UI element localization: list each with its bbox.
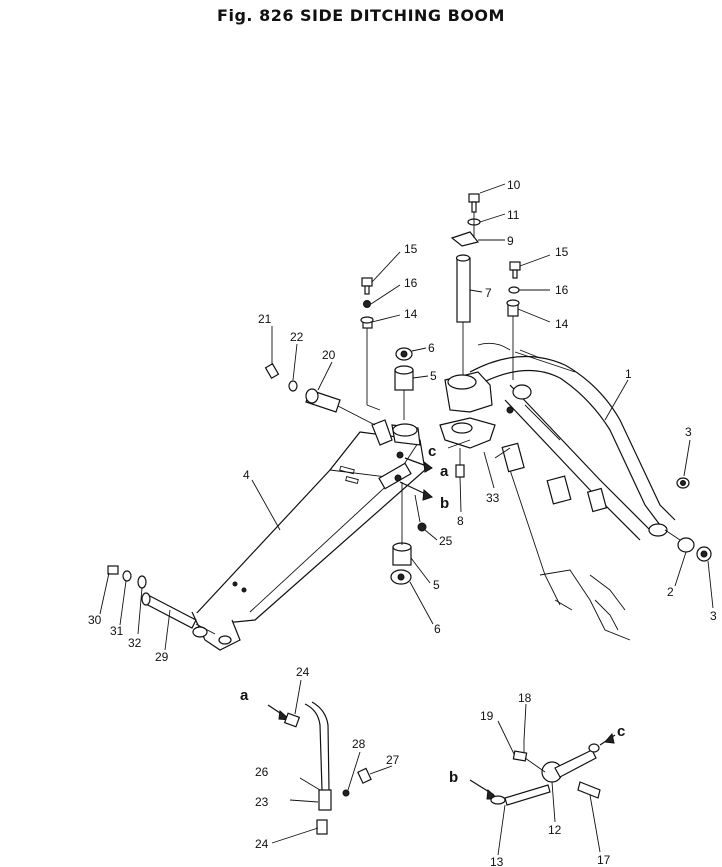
callout-23: 23 — [255, 795, 269, 809]
detail-bc-rods — [469, 732, 616, 806]
callout-33: 33 — [486, 491, 500, 505]
boom-assembly — [439, 342, 676, 641]
callout-17: 17 — [597, 853, 611, 867]
callout-16-left: 16 — [404, 276, 418, 290]
callout-12: 12 — [548, 823, 562, 837]
detail-a-line — [267, 701, 372, 835]
callout-27: 27 — [386, 753, 400, 767]
callout-9: 9 — [507, 234, 514, 248]
callout-14-right: 14 — [555, 317, 569, 331]
callout-4: 4 — [243, 468, 250, 482]
callout-2: 2 — [667, 585, 674, 599]
callout-7: 7 — [485, 286, 492, 300]
bolt-15-right — [506, 261, 521, 380]
callout-24-lower: 24 — [255, 837, 269, 851]
leader-lines — [99, 183, 714, 856]
figure-title: Fig. 826 SIDE DITCHING BOOM — [217, 6, 505, 25]
view-label-b-boom: b — [440, 495, 449, 512]
callout-3-upper: 3 — [685, 425, 692, 439]
callout-14-left: 14 — [404, 307, 418, 321]
callout-30: 30 — [88, 613, 102, 627]
pin-20-group — [264, 362, 376, 426]
callout-10: 10 — [507, 178, 521, 192]
view-letters: a b c a b c — [240, 443, 625, 786]
bolt-15-left — [360, 277, 381, 411]
callout-1: 1 — [625, 367, 632, 381]
callout-31: 31 — [110, 624, 124, 638]
callout-5-upper: 5 — [430, 369, 437, 383]
view-label-b-detail: b — [449, 769, 458, 786]
view-label-c-boom: c — [428, 443, 436, 460]
callout-29: 29 — [155, 650, 169, 664]
callout-19: 19 — [480, 709, 494, 723]
view-label-a-boom: a — [440, 463, 449, 480]
nut-25 — [414, 494, 427, 532]
callout-8: 8 — [457, 514, 464, 528]
callout-21: 21 — [258, 312, 272, 326]
callout-3-lower: 3 — [710, 609, 717, 623]
callout-numbers: 10 11 9 15 15 16 16 7 14 14 21 22 20 6 5… — [88, 178, 717, 867]
callout-18: 18 — [518, 691, 532, 705]
callout-26: 26 — [255, 765, 269, 779]
callout-25: 25 — [439, 534, 453, 548]
bushing-5-lower — [390, 482, 412, 585]
callout-15-right: 15 — [555, 245, 569, 259]
bolt-10-washer-11-plate-9 — [450, 193, 481, 247]
callout-11: 11 — [507, 208, 520, 222]
callout-13: 13 — [490, 855, 504, 867]
callout-16-right: 16 — [555, 283, 569, 297]
callout-6-lower: 6 — [434, 622, 441, 636]
collar-2-nut-3 — [664, 477, 712, 562]
callout-24-upper: 24 — [296, 665, 310, 679]
callout-22: 22 — [290, 330, 304, 344]
pin-7 — [455, 254, 471, 375]
bolt-8 — [455, 448, 465, 478]
callout-32: 32 — [128, 636, 142, 650]
callout-6-upper: 6 — [428, 341, 435, 355]
view-label-c-detail: c — [617, 723, 625, 740]
callout-5-lower: 5 — [433, 578, 440, 592]
view-arrows-boom — [399, 439, 471, 501]
callout-15-left: 15 — [404, 242, 418, 256]
callout-28: 28 — [352, 737, 366, 751]
side-boom-arm — [191, 419, 426, 651]
callout-20: 20 — [322, 348, 336, 362]
view-label-a-detail: a — [240, 687, 249, 704]
bushing-5-upper — [394, 347, 414, 420]
